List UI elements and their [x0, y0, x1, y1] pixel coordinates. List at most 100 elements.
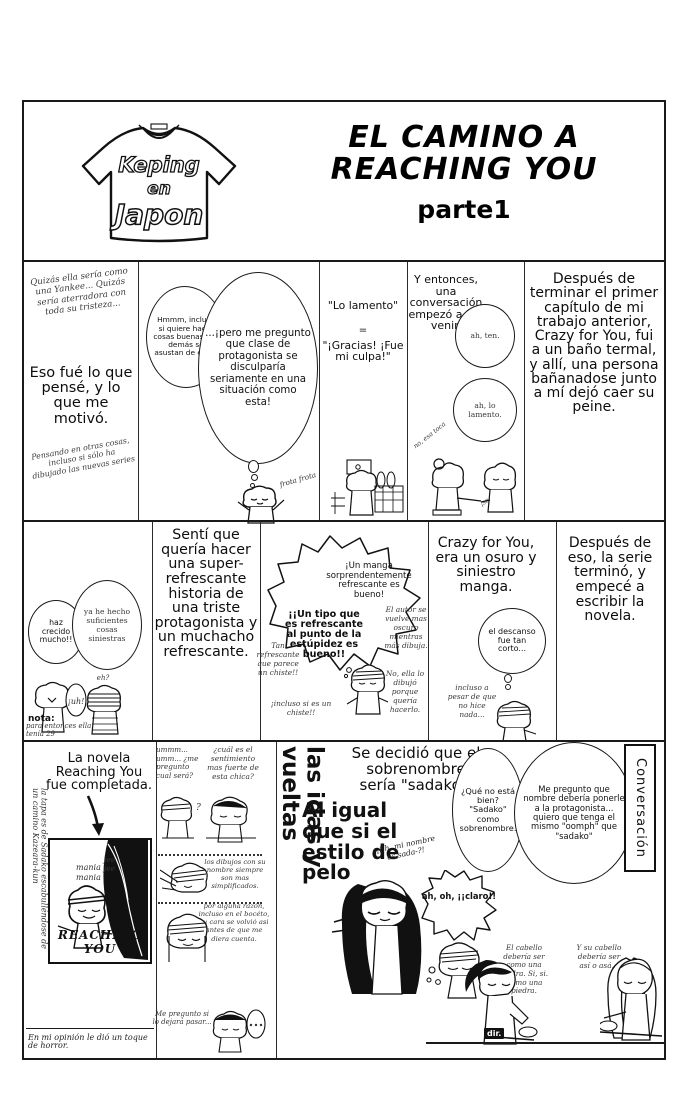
row3-panel-3: las idas y vueltas Al igual que si el es… — [276, 742, 664, 1058]
conversation-label-box: Conversación — [624, 744, 656, 872]
r2p4-narration: Crazy for You, era un osuro y siniestro … — [435, 535, 537, 596]
r3p3-vertical-big: las idas y vueltas — [277, 746, 328, 868]
panel-divider — [152, 522, 153, 740]
r3p1-vertical-note: la tapa es de Sadako escabulléndose de u… — [30, 788, 49, 949]
comic-row-3: La novela Reaching You fue completada. l… — [24, 742, 664, 1058]
panel-divider — [556, 522, 557, 740]
r2p3-character — [344, 662, 390, 716]
cover-scrawl-2a: jee — [102, 855, 116, 864]
r3p1-narration: La novela Reaching You fue completada. — [46, 751, 152, 794]
r1p2-balloon-big: ...¡pero me pregunto que clase de protag… — [198, 272, 318, 464]
panel-divider — [276, 742, 277, 1058]
r2p5-narration: Después de eso, la serie terminó, y empe… — [567, 535, 653, 625]
row-separator-2 — [24, 520, 664, 522]
r1p4-balloon-2: ah, lo lamento. — [453, 378, 517, 442]
r3p4-balloon-1: ¿Qué no está bien? "Sadako" como sobreno… — [452, 748, 524, 872]
panel-divider — [428, 522, 429, 740]
row2-panel-3: ¡Un manga sorprendentemente refrescante … — [257, 522, 428, 740]
novel-cover: mania mania jee jee REACHING YOU — [48, 838, 152, 964]
panel-divider — [319, 262, 320, 520]
title-block: EL CAMINO A REACHING YOU parte1 — [279, 120, 649, 224]
r2p4-scrawl: incluso a pesar de que no hice nada... — [447, 683, 497, 719]
title-line-2: REACHING YOU — [330, 152, 598, 188]
r1p4-balloon-1: ah, ten. — [455, 304, 515, 368]
caption-rule — [26, 1028, 154, 1029]
r2p3-scrawl-right-top: El autor se vuelve mas oscuro mientras m… — [384, 605, 428, 650]
think-tail — [504, 674, 512, 683]
row-separator-1 — [24, 260, 664, 262]
r3p4-scrawl-editor: El cabello debería ser como una piedra. … — [499, 943, 549, 996]
r1p4-characters — [423, 458, 523, 518]
r3p2-scrawl-top-left: ummm... umm... ¿me pregunto cual será? — [156, 745, 199, 780]
cover-title: REACHING YOU — [57, 928, 143, 956]
think-dot — [505, 684, 511, 690]
cover-arrow-icon — [84, 794, 110, 844]
tshirt-line2: en — [147, 179, 171, 199]
r1p3-scene — [331, 458, 405, 516]
r2p1-note-label: nota: — [28, 714, 55, 724]
r3p4-burst-balloon: ah, oh, ¡¡claro!! — [420, 870, 498, 942]
row-separator-3 — [24, 740, 664, 742]
r2p3-scrawl-right-bottom: No, ella lo dibujó porque quería hacerlo… — [385, 669, 425, 714]
r2p3-burst-balloon: ¡Un manga sorprendentemente refrescante … — [264, 530, 424, 686]
r3p3-big-text: Al igual que si el estilo de pelo — [302, 798, 400, 885]
r3p2-sketch-2 — [160, 860, 216, 900]
comic-row-1: Quizás ella sería como una Yankee... Qui… — [24, 262, 664, 524]
tshirt-logo: Keping en Japon — [59, 114, 259, 250]
r1p4-narration: Y entonces, una conversación empezó a ir… — [408, 273, 484, 333]
row3-panel-1: La novela Reaching You fue completada. l… — [24, 742, 156, 1058]
r3p4-person-figure — [600, 954, 666, 1054]
r1p2-character — [230, 484, 290, 524]
r2p1-balloon-right: ya he hecho suficientes cosas siniestras — [72, 580, 142, 670]
r2p1-characters: ¡uh! — [30, 680, 126, 736]
title-line-1: EL CAMINO A — [348, 120, 580, 155]
r3p2-scrawl-mid2: por alguna razón, incluso en el bocéto, … — [198, 902, 270, 943]
row1-panel-4: Y entonces, una conversación empezó a ir… — [407, 262, 524, 520]
row1-panel-5: Después de terminar el primer capítulo d… — [524, 262, 664, 520]
think-tail — [248, 460, 259, 473]
panel-divider — [138, 262, 139, 520]
r2p1-uh-label: ¡uh! — [68, 697, 85, 706]
r1p4-scrawl-left: no, esa toca — [411, 420, 448, 451]
r3p2-scrawl-top-right: ¿cuál es el sentimiento mas fuerte de es… — [207, 745, 259, 781]
r3p1-bottom-caption: En mi opinión le dió un toque de horror. — [28, 1033, 148, 1051]
r2p1-note-text: para entonces ella tenía 29 — [26, 722, 92, 739]
tshirt-line1: Keping — [118, 153, 200, 177]
comic-row-2: haz crecido mucho!! ya he hecho suficien… — [24, 522, 664, 742]
r2p1-scrawl-eh: eh? — [96, 674, 110, 682]
panel-divider — [524, 262, 525, 520]
row1-panel-2: Hmmm, incluso si quiere hacer cosas buen… — [138, 262, 319, 524]
cover-scrawl-2b: jee — [102, 864, 116, 873]
r1p3-line2: "¡Gracias! ¡Fue mi culpa!" — [322, 339, 404, 364]
r2p4-balloon: el descanso fue tan corto... — [478, 608, 546, 674]
r2p3-scrawl-left: Tan refrescante que parece un chiste!! — [256, 641, 300, 677]
r3p2-sketch-4 — [206, 1008, 266, 1054]
r1p3-line1: "Lo lamento" — [327, 299, 399, 312]
r1p1-scrawl-bottom: Pensando en otras cosas, incluso si sólo… — [30, 435, 136, 481]
panel-divider — [407, 262, 408, 520]
r3p2-scrawl-bottom: Me pregunto si lo dejará pasar... — [152, 1010, 212, 1027]
r2p2-narration: Sentí que quería hacer una super-refresc… — [154, 527, 258, 660]
r2p4-character — [492, 700, 538, 742]
row2-panel-4: Crazy for You, era un osuro y siniestro … — [428, 522, 556, 742]
r3p4-scrawl-right: Y su cabello debería ser así o asá... — [576, 943, 622, 970]
r3p3-narration: Se decidió que el sobrenombre sería "sad… — [351, 744, 481, 794]
r3p2-dotted-divider — [158, 854, 262, 856]
comic-frame: Keping en Japon EL CAMINO A REACHING YOU… — [22, 100, 666, 1060]
conversation-label: Conversación — [632, 758, 648, 858]
row1-panel-1: Quizás ella sería como una Yankee... Qui… — [24, 262, 138, 520]
think-dot — [250, 483, 255, 488]
row2-panel-5: Después de eso, la serie terminó, y empe… — [556, 522, 664, 740]
part-label: parte1 — [417, 194, 511, 224]
r3p3-sadako-figure — [332, 878, 442, 996]
r3p2-sketch-1: ? — [156, 794, 266, 844]
r2p3-bold-text: ¡¡Un tipo que es refrescante al punto de… — [284, 609, 363, 661]
r3p4-burst-text: ah, oh, ¡¡claro!! — [421, 891, 497, 901]
row3-panel-2: ummm... umm... ¿me pregunto cual será? ¿… — [152, 742, 276, 1058]
panel-divider — [260, 522, 261, 740]
r2p3-scrawl-bottom: ¡incluso si es un chiste!! — [270, 699, 332, 717]
r3p2-question-mark: ? — [196, 803, 201, 813]
r3p4-balloon-2: Me pregunto que nombre debería ponerle a… — [514, 742, 634, 884]
r3p2-sketch-3 — [158, 910, 214, 966]
